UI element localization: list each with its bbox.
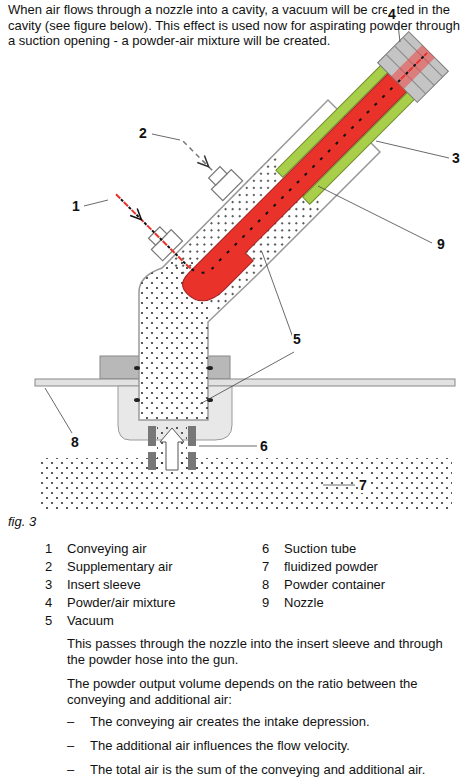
air-flow xyxy=(183,141,214,172)
legend-text: Nozzle xyxy=(284,595,324,611)
legend-text: Powder container xyxy=(284,577,385,593)
fluidized-powder xyxy=(38,458,452,512)
legend-text: Suction tube xyxy=(284,541,356,557)
callout-number: 9 xyxy=(436,236,446,252)
suction-tube xyxy=(188,426,196,446)
leader-lines xyxy=(376,141,449,158)
legend-text: fluidized powder xyxy=(284,559,378,575)
legend-number: 1 xyxy=(45,541,52,557)
powder-container xyxy=(35,379,455,386)
legend-text: Powder/air mixture xyxy=(67,595,175,611)
injector-body xyxy=(134,398,140,402)
air-flow xyxy=(130,208,145,223)
legend-text: Vacuum xyxy=(67,613,114,629)
legend-number: 6 xyxy=(262,541,269,557)
bullet-dash: – xyxy=(67,714,74,730)
leader-lines xyxy=(45,388,72,433)
bullet-text: The total air is the sum of the conveyin… xyxy=(90,762,462,778)
callout-number: 7 xyxy=(358,477,368,493)
legend-number: 9 xyxy=(262,595,269,611)
body-paragraph: The powder output volume depends on the … xyxy=(67,676,462,707)
body-paragraph: This passes through the nozzle into the … xyxy=(67,636,462,667)
insert-sleeve xyxy=(276,64,389,177)
callout-number: 8 xyxy=(70,434,80,450)
leader-lines xyxy=(318,186,432,243)
suction-tube xyxy=(160,428,184,470)
suction-tube xyxy=(157,426,187,470)
injector-body xyxy=(207,366,213,370)
legend-number: 8 xyxy=(262,577,269,593)
leader-lines xyxy=(84,200,108,206)
callout-number: 1 xyxy=(71,198,81,214)
callout-number: 4 xyxy=(387,6,397,22)
leader-lines xyxy=(199,446,257,447)
injector-body xyxy=(134,366,140,370)
bullet-text: The additional air influences the flow v… xyxy=(90,738,462,754)
nozzle xyxy=(178,71,418,311)
fluidized-powder xyxy=(38,458,452,512)
callout-number: 6 xyxy=(259,438,269,454)
legend-number: 2 xyxy=(45,559,52,575)
leader-lines xyxy=(200,352,294,404)
legend-text: Conveying air xyxy=(67,541,147,557)
callout-number: 3 xyxy=(451,150,461,166)
legend-number: 4 xyxy=(45,595,52,611)
bullet-dash: – xyxy=(67,762,74,778)
legend-number: 5 xyxy=(45,613,52,629)
powder-container xyxy=(35,356,455,440)
legend-number: 7 xyxy=(262,559,269,575)
legend-number: 3 xyxy=(45,577,52,593)
legend-text: Insert sleeve xyxy=(67,577,141,593)
hose-connector xyxy=(391,45,435,89)
callout-number: 2 xyxy=(138,125,148,141)
callout-number: 5 xyxy=(292,331,302,347)
suction-tube xyxy=(188,452,196,470)
figure-caption: fig. 3 xyxy=(8,514,36,530)
bullet-dash: – xyxy=(67,738,74,754)
suction-tube xyxy=(148,452,156,470)
leader-lines xyxy=(323,485,355,486)
suction-tube xyxy=(148,426,196,470)
suction-tube xyxy=(148,426,156,446)
leader-lines xyxy=(45,24,449,485)
legend-text: Supplementary air xyxy=(67,559,173,575)
leader-lines xyxy=(262,252,296,346)
air-flow xyxy=(197,155,212,170)
leader-lines xyxy=(152,134,180,140)
bullet-text: The conveying air creates the intake dep… xyxy=(90,714,462,730)
